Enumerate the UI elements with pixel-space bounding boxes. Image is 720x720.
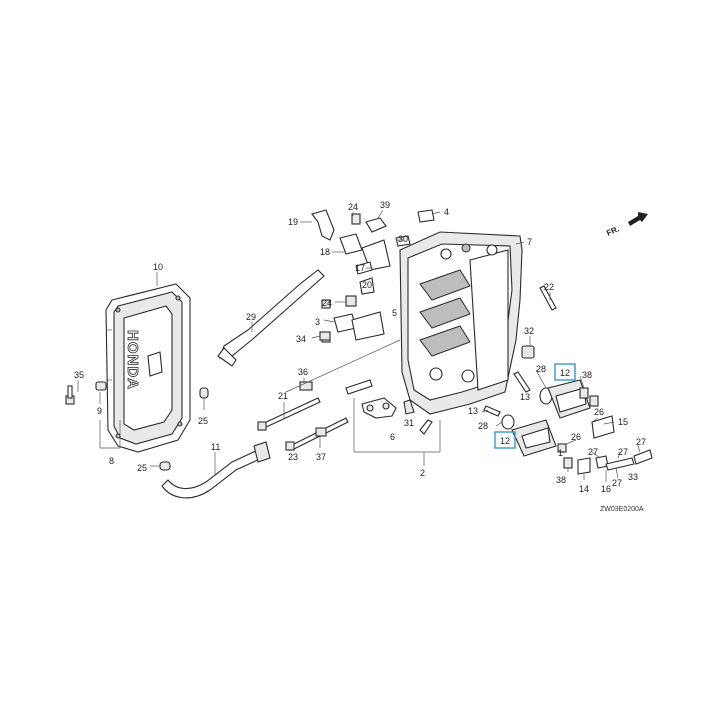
grommet (159, 387, 209, 471)
honda-logo: HONDA (124, 330, 141, 390)
callout: 10 (153, 262, 163, 272)
callout: 7 (527, 237, 532, 247)
callout: 27 (618, 447, 628, 457)
callout: 31 (404, 418, 414, 428)
callout: 32 (524, 326, 534, 336)
callout: 11 (211, 442, 220, 452)
leader-lines (150, 209, 641, 482)
callout: 1 (558, 448, 563, 458)
diagram-code: ZW03E0200A (600, 506, 644, 513)
callout: 13 (468, 406, 478, 416)
callout: 14 (579, 484, 589, 494)
callout: 23 (288, 452, 298, 462)
callout: 21 (278, 391, 288, 401)
breather-tube (161, 269, 325, 499)
callout: 4 (444, 207, 449, 217)
callout: 30 (398, 234, 408, 244)
callout: 39 (380, 200, 390, 210)
callout: 19 (288, 217, 298, 227)
callout: 9 (97, 406, 102, 416)
callout-labels: 10 35 9 8 25 25 29 11 36 21 23 37 19 24 … (74, 200, 646, 513)
callout: 25 (137, 463, 147, 473)
top-parts (311, 209, 435, 341)
callout: 29 (246, 312, 256, 322)
callout: 18 (320, 247, 330, 257)
callout: 5 (392, 308, 397, 318)
callout: 24 (348, 202, 358, 212)
callout: 28 (536, 364, 546, 374)
callout: 12 (560, 368, 570, 378)
cylinder-head-bolts (257, 299, 349, 451)
callout: 34 (296, 334, 306, 344)
callout: 38 (582, 370, 592, 380)
callout: 17 (355, 263, 365, 273)
fuel-pump-parts (483, 285, 653, 475)
callout: 33 (628, 472, 638, 482)
front-direction-arrow: FR. (605, 212, 648, 238)
callout: 2 (420, 468, 425, 478)
callout: 27 (612, 478, 622, 488)
callout: 15 (618, 417, 628, 427)
callout: 12 (500, 436, 510, 446)
callout: 27 (636, 437, 646, 447)
callout: 3 (315, 317, 320, 327)
cylinder-head (399, 231, 523, 415)
callout: 37 (316, 452, 326, 462)
callout: 16 (601, 484, 611, 494)
highlight-box-12-lower (494, 431, 516, 449)
callout: 26 (571, 432, 581, 442)
callout: 25 (198, 416, 208, 426)
svg-text:FR.: FR. (605, 224, 620, 237)
callout: 24 (322, 298, 332, 308)
callout: 13 (520, 392, 530, 402)
cylinder-head-cover: HONDA (105, 283, 191, 453)
callout: 27 (588, 447, 598, 457)
callout: 26 (594, 407, 604, 417)
rocker-arm (361, 397, 415, 419)
callout: 36 (298, 367, 308, 377)
cover-bolt (65, 380, 121, 449)
callout: 38 (556, 475, 566, 485)
callout: 35 (74, 370, 84, 380)
callout: 6 (390, 432, 395, 442)
head-dowel-pins (285, 339, 441, 466)
highlight-box-12-upper (554, 363, 576, 381)
callout: 20 (362, 280, 372, 290)
callout: 8 (109, 456, 114, 466)
callout: 28 (478, 421, 488, 431)
callout: 22 (544, 282, 554, 292)
